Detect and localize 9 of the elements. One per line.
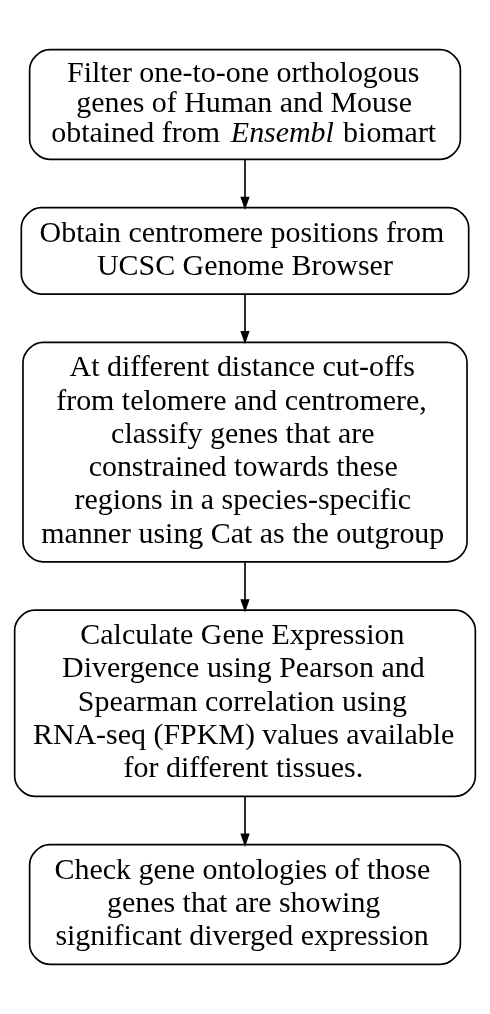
arrow xyxy=(240,561,250,613)
arrow xyxy=(240,293,250,345)
arrow xyxy=(240,796,250,847)
node-box: Check gene ontologies of those genes that are showing significant diverged expression xyxy=(28,843,462,966)
node-box: Obtain centromere positions from UCSC Genome Browser xyxy=(20,206,470,295)
arrow xyxy=(240,158,250,211)
node-box: Filter one-to-one orthologous genes of Human and Mouse obtained from Ensembl biomart xyxy=(28,48,462,161)
node-box: Calculate Gene Expression Divergence using Pearson and Spearman correlation using RNA-seq (FPKM) values available for different tissues. xyxy=(13,609,477,798)
node-box: At different distance cut-offs from telomere and centromere, classify genes that are constrained towards these regions in a species-specific manner using Cat as the outgroup xyxy=(22,341,468,563)
